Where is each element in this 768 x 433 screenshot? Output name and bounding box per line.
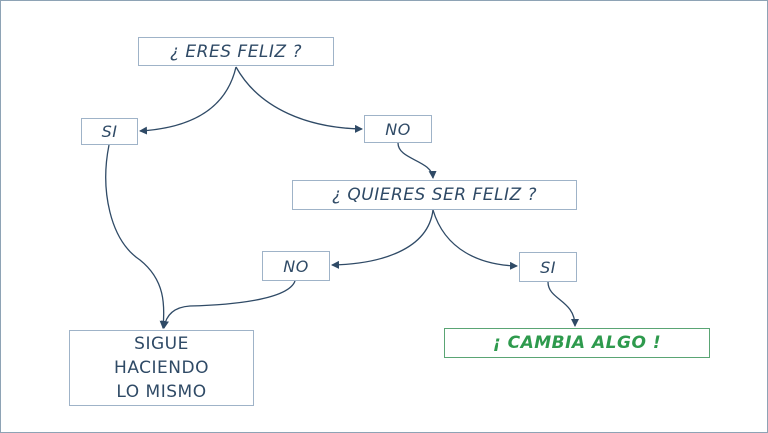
- edge-q2-to-no2: [331, 209, 434, 269]
- answer-no-1-label: NO: [385, 119, 411, 139]
- question-eres-feliz-label: ¿ ERES FELIZ ?: [170, 41, 302, 62]
- edge-q1-to-si1: [139, 66, 237, 135]
- answer-no-1-box: NO: [364, 115, 432, 143]
- question-quieres-ser-feliz-box: ¿ QUIERES SER FELIZ ?: [292, 180, 577, 210]
- edge-q1-to-no1: [235, 66, 363, 133]
- result-sigue-haciendo-lo-mismo-label: SIGUE HACIENDO LO MISMO: [114, 334, 209, 402]
- question-quieres-ser-feliz-label: ¿ QUIERES SER FELIZ ?: [331, 185, 538, 205]
- edge-si1-to-same: [105, 144, 168, 329]
- answer-no-2-label: NO: [283, 256, 309, 276]
- answer-si-2-box: SI: [519, 252, 577, 282]
- answer-si-1-label: SI: [101, 122, 118, 141]
- result-cambia-algo-label: ¡ CAMBIA ALGO !: [492, 333, 662, 353]
- result-sigue-haciendo-lo-mismo-box: SIGUE HACIENDO LO MISMO: [69, 330, 254, 406]
- answer-no-2-box: NO: [262, 251, 330, 281]
- answer-si-1-box: SI: [81, 118, 138, 145]
- edge-si2-to-change: [547, 281, 579, 327]
- question-eres-feliz-box: ¿ ERES FELIZ ?: [138, 37, 334, 66]
- result-cambia-algo-box: ¡ CAMBIA ALGO !: [444, 328, 710, 358]
- edge-no2-to-same: [161, 280, 296, 329]
- edge-q2-to-si2: [432, 209, 518, 270]
- edge-no1-to-q2: [397, 142, 437, 179]
- answer-si-2-label: SI: [540, 257, 556, 277]
